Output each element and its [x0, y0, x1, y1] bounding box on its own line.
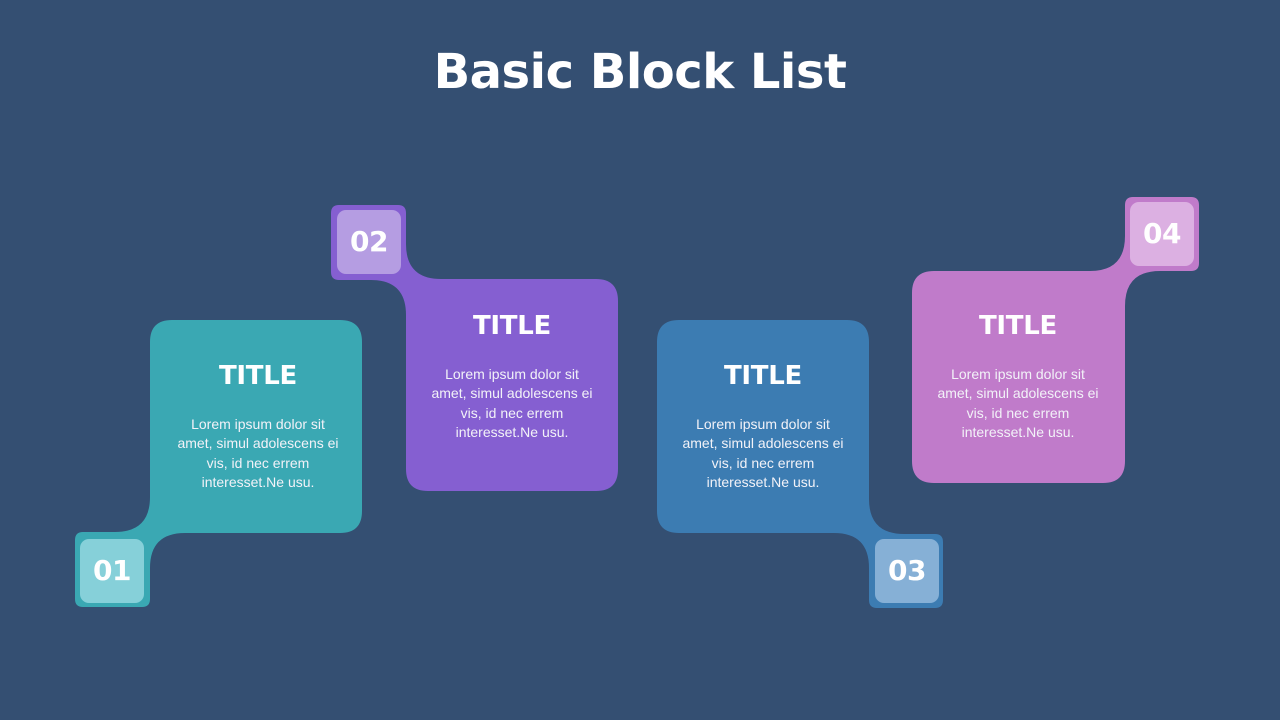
card-04: TITLE Lorem ipsum dolor sit amet, simul … — [912, 306, 1124, 442]
card-description: Lorem ipsum dolor sit amet, simul adoles… — [431, 366, 593, 440]
card-shape-01 — [75, 320, 362, 607]
badge-inner — [1130, 202, 1194, 266]
badge-inner — [875, 539, 939, 603]
card-body-shape — [657, 320, 943, 608]
card-number-badge: 01 — [93, 554, 131, 587]
card-title: TITLE — [724, 361, 802, 391]
card-body-shape — [331, 205, 618, 491]
card-description: Lorem ipsum dolor sit amet, simul adoles… — [177, 416, 339, 490]
card-03: TITLE Lorem ipsum dolor sit amet, simul … — [657, 356, 869, 492]
card-02: TITLE Lorem ipsum dolor sit amet, simul … — [406, 306, 618, 442]
card-body-shape — [912, 197, 1199, 483]
page-title: Basic Block List — [433, 44, 847, 100]
card-description: Lorem ipsum dolor sit amet, simul adoles… — [682, 416, 844, 490]
card-number-badge: 04 — [1143, 217, 1181, 250]
card-shape-02 — [331, 205, 618, 491]
card-number-badge: 03 — [888, 554, 926, 587]
card-shape-04 — [912, 197, 1199, 483]
card-title: TITLE — [979, 311, 1057, 341]
card-body-shape — [75, 320, 362, 607]
card-01: TITLE Lorem ipsum dolor sit amet, simul … — [152, 356, 364, 492]
card-number-badge: 02 — [350, 225, 388, 258]
badge-inner — [80, 539, 144, 603]
card-description: Lorem ipsum dolor sit amet, simul adoles… — [937, 366, 1099, 440]
card-title: TITLE — [219, 361, 297, 391]
badge-inner — [337, 210, 401, 274]
card-title: TITLE — [473, 311, 551, 341]
card-shape-03 — [657, 320, 943, 608]
